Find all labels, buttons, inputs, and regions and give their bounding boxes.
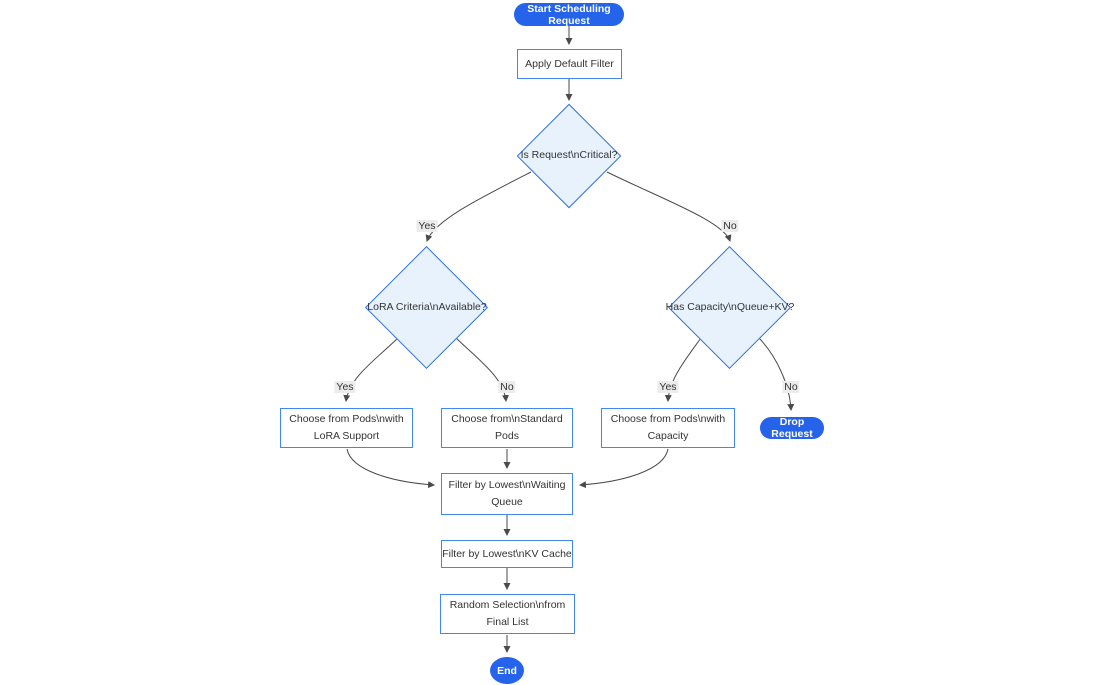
edge-label-critical-no: No [721,220,739,232]
node-filter-waiting-queue-line1: Filter by Lowest\nWaiting [448,479,566,491]
node-choose-standard-pods-line1: Choose from\nStandard [451,413,563,425]
node-choose-standard-pods: Choose from\nStandard Pods [441,408,573,448]
node-start-label: Start Scheduling Request [527,2,611,27]
node-lora-criteria-label: LoRA Criteria\nAvailable? [367,301,487,313]
edge-capacity-yes [664,337,702,403]
edge-capacity-no [758,337,795,412]
edge-label-lora-yes: Yes [334,381,356,393]
node-has-capacity-label: Has Capacity\nQueue+KV? [665,301,795,313]
node-choose-lora-pods: Choose from Pods\nwith LoRA Support [280,408,413,448]
node-filter-kv-cache: Filter by Lowest\nKV Cache [441,540,573,568]
edge-critical-no [606,171,732,242]
node-choose-capacity-pods-line2: Capacity [647,430,689,442]
node-drop-request: Drop Request [760,416,824,440]
node-choose-capacity-pods-line1: Choose from Pods\nwith [610,413,726,425]
node-start: Start Scheduling Request [514,2,624,27]
node-choose-standard-pods-line2: Pods [495,430,519,442]
node-filter-waiting-queue-line2: Queue [491,496,523,508]
node-end-label: End [497,664,517,677]
node-is-critical-label: Is Request\nCritical? [520,149,618,161]
edge-label-capacity-yes: Yes [657,381,679,393]
edge-lora-no [455,337,509,403]
edge-label-capacity-no: No [782,381,800,393]
edge-lora-merge [346,448,436,489]
edge-label-lora-no: No [498,381,516,393]
node-apply-default-filter: Apply Default Filter [517,49,622,79]
node-choose-capacity-pods: Choose from Pods\nwith Capacity [601,408,735,448]
node-random-selection-line1: Random Selection\nfrom [449,599,566,611]
node-filter-waiting-queue: Filter by Lowest\nWaiting Queue [441,473,573,515]
edge-capacity-merge [578,448,669,489]
edge-label-critical-yes: Yes [416,220,438,232]
edge-critical-yes [425,171,532,242]
node-filter-kv-cache-label: Filter by Lowest\nKV Cache [442,547,572,560]
node-random-selection: Random Selection\nfrom Final List [440,594,575,634]
node-drop-request-label: Drop Request [771,416,813,440]
edge-lora-yes [343,337,399,403]
node-choose-lora-pods-line2: LoRA Support [313,430,380,442]
node-random-selection-line2: Final List [486,616,529,628]
node-choose-lora-pods-line1: Choose from Pods\nwith [289,413,404,425]
node-end: End [490,657,524,684]
node-apply-default-filter-label: Apply Default Filter [525,57,614,70]
